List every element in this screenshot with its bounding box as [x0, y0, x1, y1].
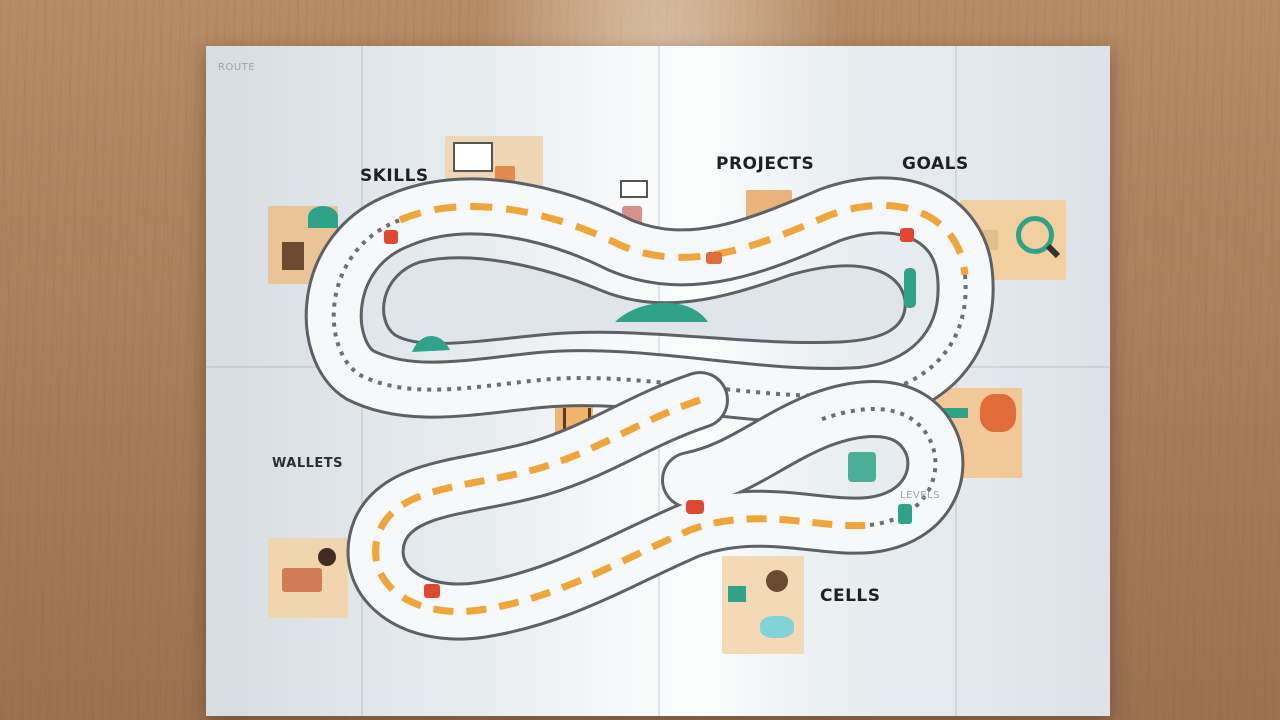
skills-label: SKILLS: [360, 166, 429, 186]
goals-label: GOALS: [902, 154, 969, 174]
corner-note: ROUTE: [218, 62, 256, 73]
projects-label: PROJECTS: [716, 154, 815, 174]
book-reader-icon: [722, 556, 804, 654]
person-icon: [268, 538, 348, 618]
small-note: LEVELS: [900, 490, 940, 501]
wallet-label: WALLETS: [272, 456, 343, 471]
cells-label: CELLS: [820, 586, 881, 606]
